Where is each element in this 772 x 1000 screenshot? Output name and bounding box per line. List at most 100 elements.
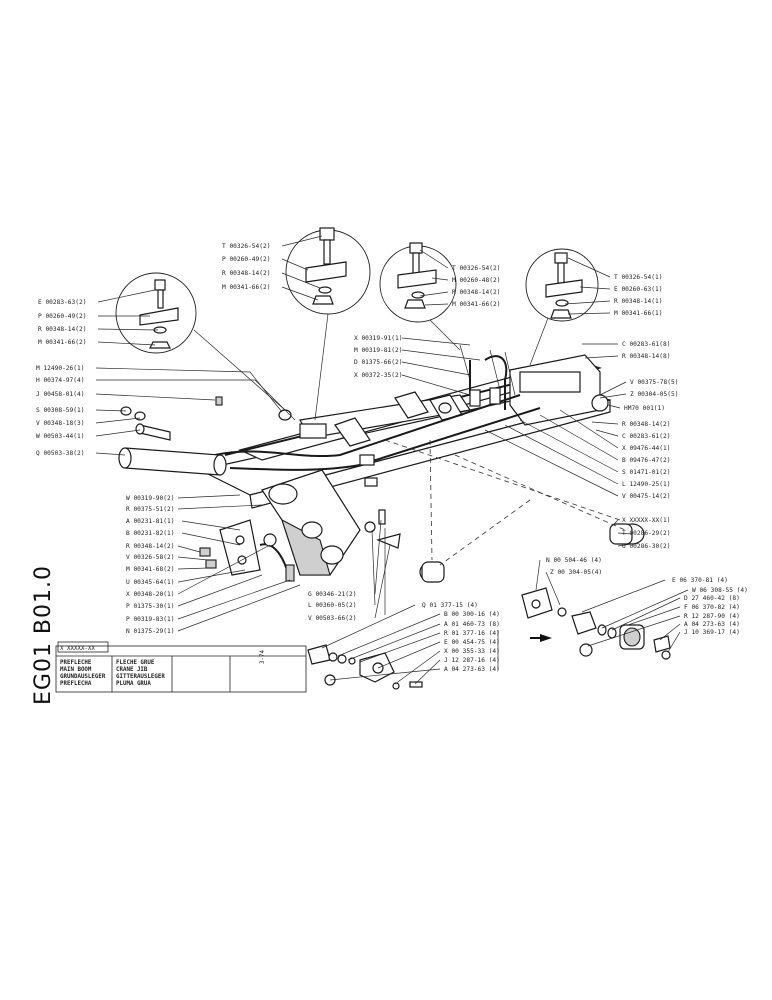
part-callout: E 00283-63(2) — [38, 299, 86, 306]
part-callout: P 00319-83(1) — [126, 616, 174, 623]
part-callout: V 00475-14(2) — [622, 493, 670, 500]
part-callout: B 00 300-16 (4) — [444, 611, 500, 618]
part-callout: A 04 273-63 (4) — [684, 621, 740, 628]
part-callout: L 00360-05(2) — [308, 602, 356, 609]
part-callout: H 00374-97(4) — [36, 377, 84, 384]
part-callout: R 00375-51(2) — [126, 506, 174, 513]
title-de-1: GRUNDAUSLEGER — [60, 674, 106, 680]
bushings — [419, 523, 645, 583]
part-callout: D 01375-66(2) — [354, 359, 402, 366]
main-boom-assembly — [198, 344, 611, 582]
title-es-1: PREFLECHA — [60, 681, 92, 687]
part-callout: Z 00304-05(5) — [630, 391, 678, 398]
part-callout: M 00341-66(2) — [38, 339, 86, 346]
part-callout: P 00260-49(2) — [222, 256, 270, 263]
part-callout: X 00 355-33 (4) — [444, 648, 500, 655]
detail-circle-3 — [379, 242, 457, 323]
part-callout: W 06 308-55 (4) — [692, 587, 748, 594]
part-callout: T 00286-29(2) — [622, 530, 670, 537]
part-callout: R 00348-14(1) — [614, 298, 662, 305]
part-callout: R 12 287-90 (4) — [684, 613, 740, 620]
part-callout: X 09476-44(1) — [622, 445, 670, 452]
mount-bracket-left — [199, 519, 277, 576]
hose-fitting-assembly-left — [307, 644, 423, 690]
part-callout: R 00348-14(2) — [126, 543, 174, 550]
leader-lines — [95, 235, 689, 685]
part-callout: N 00 504-46 (4) — [546, 557, 602, 564]
part-callout: A 04 273-63 (4) — [444, 666, 500, 673]
part-callout: M 12490-26(1) — [36, 365, 84, 372]
part-callout: E 06 370-81 (4) — [672, 577, 728, 584]
detail-circle-1 — [115, 272, 197, 354]
callout-labels: T 00326-54(2) P 00260-49(2) R 00348-14(2) M… — [36, 243, 748, 673]
part-callout: V 00503-66(2) — [308, 615, 356, 622]
title-en-2: CRANE JIB — [116, 667, 148, 673]
part-callout: C 00283-61(2) — [622, 433, 670, 440]
part-callout: T 00326-54(2) — [222, 243, 270, 250]
part-callout: X XXXXX-XX(1) — [622, 517, 670, 524]
part-callout: U 00286-30(2) — [622, 543, 670, 550]
part-callout: M 00260-48(2) — [452, 277, 500, 284]
small-fasteners-left — [120, 396, 223, 421]
part-callout: T 00326-54(2) — [452, 265, 500, 272]
part-callout: S 00308-59(1) — [36, 407, 84, 414]
part-callout: L 12490-25(1) — [622, 481, 670, 488]
part-callout: W 00503-44(1) — [36, 433, 84, 440]
part-callout: E 00260-63(1) — [614, 286, 662, 293]
part-callout: R 00348-14(8) — [622, 353, 670, 360]
part-callout: N 01375-29(1) — [126, 628, 174, 635]
part-callout: J 00458-01(4) — [36, 391, 84, 398]
part-callout: V 00326-58(2) — [126, 554, 174, 561]
part-callout: R 00348-14(2) — [222, 270, 270, 277]
part-callout: X 00372-35(2) — [354, 372, 402, 379]
part-callout: S 01471-01(2) — [622, 469, 670, 476]
part-callout: M 00341-66(2) — [222, 284, 270, 291]
title-block-ref: X XXXXX-XX — [60, 646, 95, 652]
part-callout: V 00348-18(3) — [36, 420, 84, 427]
title-es-2: PLUMA GRUA — [116, 681, 151, 687]
title-date: 3-74 — [260, 650, 266, 664]
part-callout: R 01 377-16 (4) — [444, 630, 500, 637]
part-callout: M 00319-81(2) — [354, 347, 402, 354]
part-callout: A 01 460-73 (8) — [444, 621, 500, 628]
part-callout: V 00375-78(5) — [630, 379, 678, 386]
part-callout: Z 00 304-05(4) — [550, 569, 602, 576]
part-callout: J 10 369-17 (4) — [684, 629, 740, 636]
title-fr-2: FLECHE GRUE — [116, 660, 155, 666]
bolt-group-front — [364, 509, 401, 615]
detail-circle-2 — [285, 227, 371, 315]
part-callout: A 00231-81(1) — [126, 518, 174, 525]
part-callout: M 00341-66(2) — [452, 301, 500, 308]
part-callout: P 01375-30(1) — [126, 603, 174, 610]
title-de-2: GITTERAUSLEGER — [116, 674, 165, 680]
projection-lines — [384, 439, 626, 566]
part-callout: X 00319-91(1) — [354, 335, 402, 342]
part-callout: M 00341-66(1) — [614, 310, 662, 317]
part-callout: Q 00503-38(2) — [36, 450, 84, 457]
part-callout: D 27 460-42 (8) — [684, 595, 740, 602]
part-callout: P 00260-49(2) — [38, 313, 86, 320]
part-callout: U 00345-64(1) — [126, 579, 174, 586]
detail-circle-4 — [525, 248, 599, 322]
hose-fitting-assembly-right — [521, 587, 671, 660]
part-callout: C 00283-61(8) — [622, 341, 670, 348]
part-callout: F 06 370-82 (4) — [684, 604, 740, 611]
part-callout: J 12 287-16 (4) — [444, 657, 500, 664]
title-en-1: MAIN BOOM — [60, 667, 92, 673]
pivot-pin — [118, 423, 227, 476]
detail-connector-lines — [193, 313, 549, 421]
part-callout: R 00348-14(2) — [38, 326, 86, 333]
part-callout: T 00326-54(1) — [614, 274, 662, 281]
part-callout: X 00348-20(1) — [126, 591, 174, 598]
title-block: X XXXXX-XX PREFLECHE FLECHE GRUE MAIN BO… — [55, 641, 307, 693]
part-callout: E 00 454-75 (4) — [444, 639, 500, 646]
part-callout: HM70 001(1) — [624, 405, 665, 412]
part-callout: R 00348-14(2) — [452, 289, 500, 296]
part-callout: R 00348-14(2) — [622, 421, 670, 428]
part-callout: B 09476-47(2) — [622, 457, 670, 464]
part-callout: Q 01 377-15 (4) — [422, 602, 478, 609]
drawing-code: EG01 B01.0 — [31, 565, 56, 705]
title-fr-1: PREFLECHE — [60, 660, 92, 666]
part-callout: M 00341-68(2) — [126, 566, 174, 573]
